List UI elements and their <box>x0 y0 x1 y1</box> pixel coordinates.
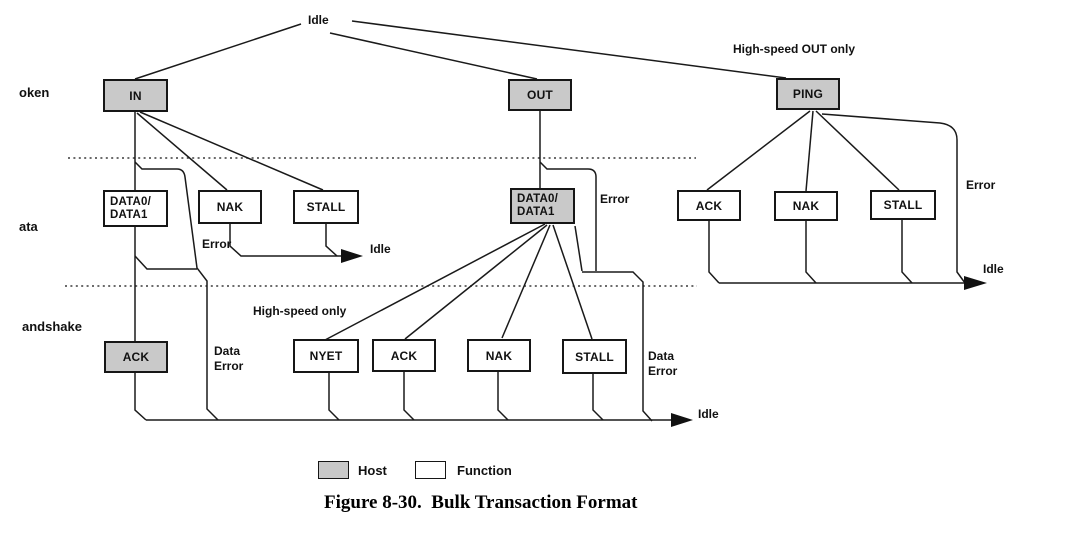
edge-data01out-to-nyet <box>324 223 546 341</box>
edge-stallout-to-idle <box>592 374 604 421</box>
edge-idle-to-out <box>329 32 538 80</box>
edge-nakin-to-idle <box>229 224 341 257</box>
idle-arrow-bottom <box>671 413 693 427</box>
edge-data01out-to-stall <box>552 224 593 340</box>
label-error-ping: Error <box>966 178 996 192</box>
node-out-label: OUT <box>527 88 553 102</box>
node-stall-out-label: STALL <box>575 349 614 364</box>
node-nak-out-label: NAK <box>485 348 513 363</box>
node-stall-ping: STALL <box>870 190 936 220</box>
label-idle-bottom: Idle <box>698 407 719 421</box>
node-stall-in-label: STALL <box>306 200 346 214</box>
idle-arrow-ping <box>964 276 987 290</box>
label-idle-top: Idle <box>308 13 329 27</box>
node-data01-in-line2: DATA1 <box>110 208 148 221</box>
label-idle-in: Idle <box>370 242 391 256</box>
node-in-label: IN <box>129 88 142 103</box>
edge-stallin-to-idle <box>325 224 338 257</box>
node-data01-out-line1: DATA0/ <box>517 193 559 205</box>
edge-ackout-to-idle <box>403 372 415 421</box>
legend-function-swatch <box>415 461 446 479</box>
row-label-data: ata <box>19 219 38 234</box>
node-nyet-label: NYET <box>309 349 343 363</box>
node-data01-in-line1: DATA0/ <box>110 195 152 208</box>
node-data01-out-line2: DATA1 <box>517 206 555 218</box>
node-data01-in: DATA0/ DATA1 <box>103 190 168 227</box>
edge-in-to-nak <box>136 112 228 191</box>
node-nak-in: NAK <box>198 190 262 224</box>
edge-nakout-to-idle <box>497 372 509 421</box>
node-nak-in-label: NAK <box>216 200 244 214</box>
label-high-speed-only: High-speed only <box>253 304 347 318</box>
node-ping: PING <box>776 78 840 110</box>
label-data-error-in-line2: Error <box>214 359 244 373</box>
edge-ping-to-nak <box>805 110 814 192</box>
edge-nyet-to-idle <box>328 373 340 421</box>
edge-idle-to-in <box>134 23 302 80</box>
edge-data01out-error-merge <box>574 225 583 272</box>
row-label-handshake: andshake <box>22 319 82 334</box>
node-stall-ping-label: STALL <box>883 198 923 212</box>
edge-in-data-error <box>134 161 219 421</box>
label-data-error-in: Data Error <box>214 344 243 374</box>
node-nak-out: NAK <box>467 339 531 372</box>
edge-out-error <box>539 161 597 271</box>
node-ack-out: ACK <box>372 339 436 372</box>
node-ack-out-label: ACK <box>390 348 418 363</box>
label-data-error-out-line1: Data <box>648 349 675 363</box>
label-data-error-out: Data Error <box>648 349 677 379</box>
edge-ackhs-to-idle <box>134 373 147 421</box>
figure-caption: Figure 8-30. Bulk Transaction Format <box>324 492 638 513</box>
edge-ackping-to-idle <box>708 221 720 284</box>
edge-data01out-to-nak <box>501 224 551 339</box>
node-out: OUT <box>508 79 572 111</box>
row-label-token: oken <box>19 85 50 100</box>
label-idle-ping: Idle <box>983 262 1004 276</box>
legend-host-label: Host <box>358 463 387 478</box>
node-nyet: NYET <box>293 339 359 373</box>
node-nak-ping: NAK <box>774 191 838 221</box>
legend-function-label: Function <box>457 463 512 478</box>
legend-host-swatch <box>318 461 349 479</box>
edge-ping-to-ack <box>706 110 811 191</box>
edge-ping-to-stall <box>815 110 900 191</box>
label-error-out: Error <box>600 192 630 206</box>
edge-stallping-to-idle <box>901 220 913 284</box>
label-error-in: Error <box>202 237 232 251</box>
edge-data01out-to-ack <box>404 224 548 340</box>
label-data-error-in-line1: Data <box>214 344 241 358</box>
edge-ping-error <box>821 113 966 284</box>
idle-arrow-in <box>341 249 363 263</box>
node-stall-in: STALL <box>293 190 359 224</box>
edge-data01in-error-merge <box>134 255 197 270</box>
node-ack-handshake: ACK <box>104 341 168 373</box>
edge-idle-to-ping <box>351 20 787 79</box>
node-nak-ping-label: NAK <box>792 199 820 213</box>
label-data-error-out-line2: Error <box>648 364 678 378</box>
node-ack-ping: ACK <box>677 190 741 221</box>
edge-nakping-to-idle <box>805 221 817 284</box>
node-ping-label: PING <box>792 87 824 101</box>
label-high-speed-out-only: High-speed OUT only <box>733 42 856 56</box>
node-ack-ping-label: ACK <box>695 198 723 213</box>
node-stall-out: STALL <box>562 339 627 374</box>
node-data01-out: DATA0/ DATA1 <box>510 188 575 224</box>
node-in: IN <box>103 79 168 112</box>
edge-out-data-error <box>582 271 653 422</box>
edge-in-to-stall <box>139 111 324 191</box>
node-ack-handshake-label: ACK <box>122 350 150 364</box>
